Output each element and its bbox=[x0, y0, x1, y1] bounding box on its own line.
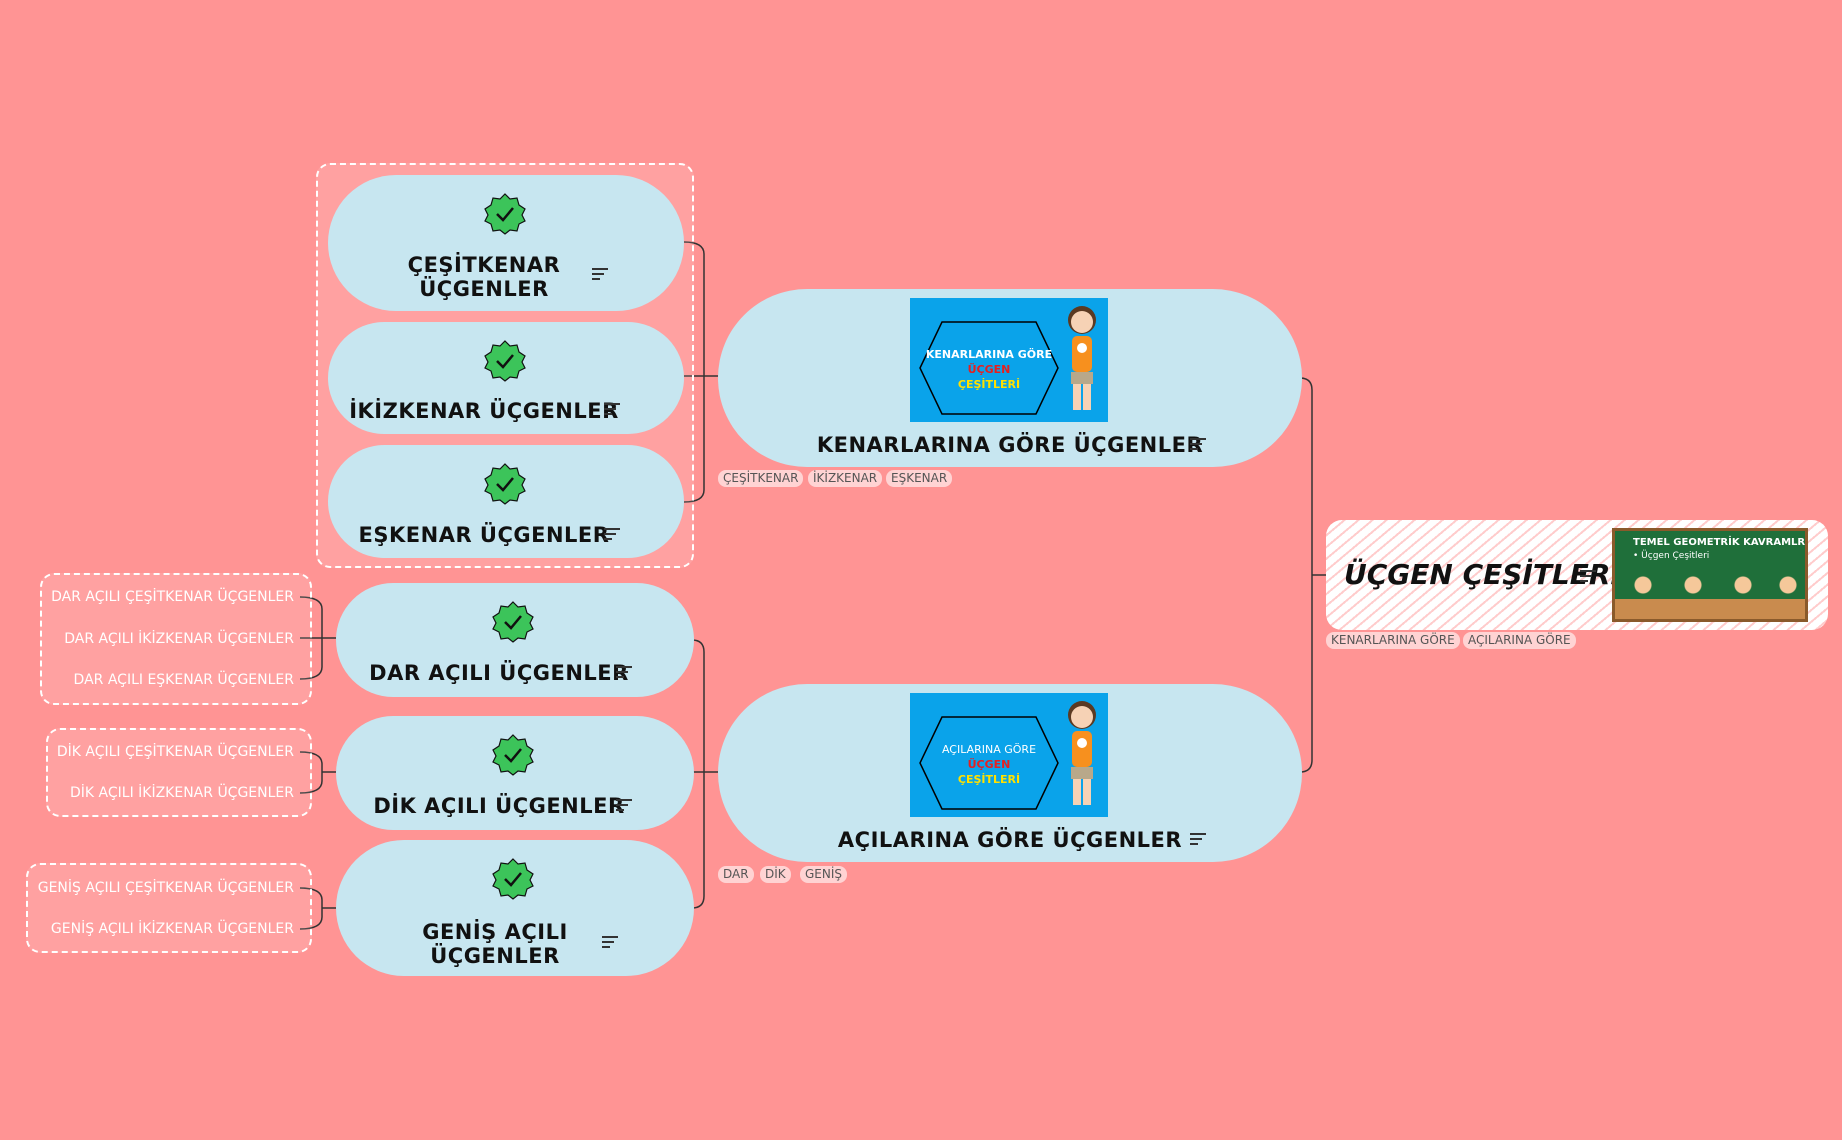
angle-title: DİK AÇILI ÜÇGENLER bbox=[373, 794, 625, 818]
main-node-acilarina[interactable]: AÇILARINA GÖRE ÜÇGEN ÇEŞİTLERİ AÇILARINA… bbox=[718, 684, 1302, 862]
kenar-card-image: KENARLARINA GÖRE ÜÇGEN ÇEŞİTLERİ bbox=[910, 298, 1108, 422]
verified-check-icon bbox=[492, 858, 534, 900]
root-node[interactable]: ÜÇGEN ÇEŞİTLERİ TEMEL GEOMETRİK KAVRAMLR… bbox=[1326, 520, 1828, 630]
angle-node-dik[interactable]: DİK AÇILI ÜÇGENLER bbox=[336, 716, 694, 830]
angle-node-dar[interactable]: DAR AÇILI ÜÇGENLER bbox=[336, 583, 694, 697]
girl-figure bbox=[1068, 306, 1096, 410]
verified-check-icon bbox=[492, 734, 534, 776]
notes-icon[interactable] bbox=[1190, 833, 1206, 845]
side-title: İKİZKENAR ÜÇGENLER bbox=[349, 399, 619, 423]
angle-title-l2: ÜÇGENLER bbox=[430, 944, 560, 968]
root-tag[interactable]: KENARLARINA GÖRE bbox=[1326, 632, 1460, 649]
main-tag[interactable]: ÇEŞİTKENAR bbox=[718, 470, 804, 487]
side-title: EŞKENAR ÜÇGENLER bbox=[358, 523, 610, 547]
main-tag[interactable]: İKİZKENAR bbox=[808, 470, 883, 487]
leaf-item[interactable]: DAR AÇILI EŞKENAR ÜÇGENLER bbox=[73, 672, 294, 688]
leaf-item[interactable]: DİK AÇILI ÇEŞİTKENAR ÜÇGENLER bbox=[56, 744, 294, 760]
board-line-1: TEMEL GEOMETRİK KAVRAMLR bbox=[1633, 537, 1806, 548]
notes-icon[interactable] bbox=[604, 528, 620, 540]
classroom-image: TEMEL GEOMETRİK KAVRAMLR • Üçgen Çeşitle… bbox=[1612, 528, 1808, 622]
card-line-3: ÇEŞİTLERİ bbox=[957, 378, 1021, 391]
aci-card-image: AÇILARINA GÖRE ÜÇGEN ÇEŞİTLERİ bbox=[910, 693, 1108, 817]
notes-icon[interactable] bbox=[616, 799, 632, 811]
side-title-l1: ÇEŞİTKENAR bbox=[407, 253, 561, 277]
board-line-2: • Üçgen Çeşitleri bbox=[1633, 551, 1710, 561]
notes-icon[interactable] bbox=[602, 936, 618, 948]
side-node-cesitkenar[interactable]: ÇEŞİTKENAR ÜÇGENLER bbox=[328, 175, 684, 311]
verified-check-icon bbox=[492, 601, 534, 643]
side-node-ikizkenar[interactable]: İKİZKENAR ÜÇGENLER bbox=[328, 322, 684, 434]
angle-node-genis[interactable]: GENİŞ AÇILI ÜÇGENLER bbox=[336, 840, 694, 976]
card-line-1: KENARLARINA GÖRE bbox=[925, 348, 1053, 361]
leaf-item[interactable]: GENİŞ AÇILI İKİZKENAR ÜÇGENLER bbox=[50, 921, 294, 937]
main-title: KENARLARINA GÖRE ÜÇGENLER bbox=[816, 433, 1204, 457]
notes-icon[interactable] bbox=[592, 268, 608, 280]
main-tag[interactable]: GENİŞ bbox=[800, 866, 848, 883]
side-title-l2: ÜÇGENLER bbox=[419, 277, 549, 301]
main-tag[interactable]: DAR bbox=[718, 866, 754, 883]
leaf-item[interactable]: GENİŞ AÇILI ÇEŞİTKENAR ÜÇGENLER bbox=[37, 880, 294, 896]
leaf-item[interactable]: DAR AÇILI İKİZKENAR ÜÇGENLER bbox=[64, 631, 294, 647]
student-figures bbox=[1623, 575, 1803, 605]
main-title: AÇILARINA GÖRE ÜÇGENLER bbox=[837, 828, 1183, 852]
notes-icon[interactable] bbox=[604, 403, 620, 415]
card-line-2: ÜÇGEN bbox=[967, 363, 1011, 376]
leaf-group-genis: GENİŞ AÇILI ÇEŞİTKENAR ÜÇGENLER GENİŞ AÇ… bbox=[26, 863, 312, 953]
leaf-group-dik: DİK AÇILI ÇEŞİTKENAR ÜÇGENLER DİK AÇILI … bbox=[46, 728, 312, 817]
card-line-1: AÇILARINA GÖRE bbox=[941, 743, 1037, 756]
main-tag[interactable]: DİK bbox=[760, 866, 791, 883]
notes-icon[interactable] bbox=[1190, 438, 1206, 450]
angle-title-l1: GENİŞ AÇILI bbox=[422, 920, 568, 944]
verified-check-icon bbox=[484, 193, 526, 235]
notes-icon[interactable] bbox=[616, 666, 632, 678]
root-tag[interactable]: AÇILARINA GÖRE bbox=[1463, 632, 1576, 649]
hexagon-shape bbox=[919, 321, 1059, 415]
main-node-kenarlarina[interactable]: KENARLARINA GÖRE ÜÇGEN ÇEŞİTLERİ KENARLA… bbox=[718, 289, 1302, 467]
leaf-group-dar: DAR AÇILI ÇEŞİTKENAR ÜÇGENLER DAR AÇILI … bbox=[40, 573, 312, 705]
notes-icon[interactable] bbox=[1580, 570, 1596, 582]
girl-figure bbox=[1068, 701, 1096, 805]
leaf-item[interactable]: DAR AÇILI ÇEŞİTKENAR ÜÇGENLER bbox=[51, 589, 294, 605]
angle-title: DAR AÇILI ÜÇGENLER bbox=[369, 661, 629, 685]
side-node-eskenar[interactable]: EŞKENAR ÜÇGENLER bbox=[328, 445, 684, 558]
card-line-3: ÇEŞİTLERİ bbox=[957, 773, 1021, 786]
verified-check-icon bbox=[484, 463, 526, 505]
card-line-2: ÜÇGEN bbox=[967, 758, 1011, 771]
hexagon-shape bbox=[919, 716, 1059, 810]
main-tag[interactable]: EŞKENAR bbox=[886, 470, 953, 487]
leaf-item[interactable]: DİK AÇILI İKİZKENAR ÜÇGENLER bbox=[70, 785, 294, 801]
verified-check-icon bbox=[484, 340, 526, 382]
root-title: ÜÇGEN ÇEŞİTLERİ bbox=[1344, 558, 1621, 591]
